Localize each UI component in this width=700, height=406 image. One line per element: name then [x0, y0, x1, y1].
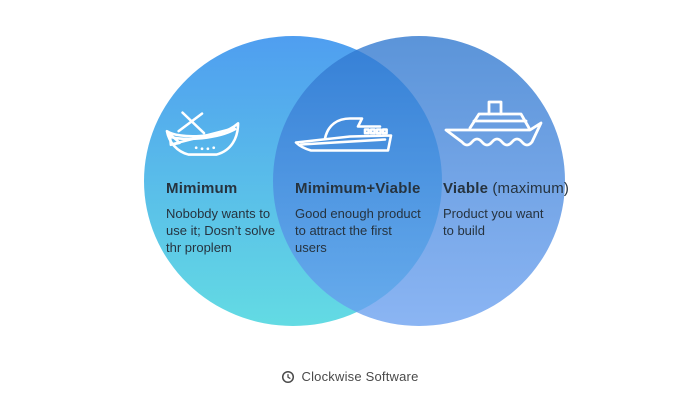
- viable-heading: Viable(maximum): [443, 179, 593, 198]
- minimum-description: Nobobdy wants to use it; Dosn’t solve th…: [166, 206, 276, 255]
- section-viable: Viable(maximum) Product you want to buil…: [443, 179, 593, 239]
- footer-brand-text: Clockwise Software: [301, 369, 419, 384]
- viable-heading-note: (maximum): [492, 180, 570, 197]
- ship-icon: [444, 96, 544, 156]
- footer-brand: Clockwise Software: [0, 369, 700, 384]
- minimum-heading: Mimimum: [166, 180, 238, 197]
- section-overlap: Mimimum+Viable Good enough product to at…: [295, 179, 445, 256]
- overlap-heading: Mimimum+Viable: [295, 180, 421, 197]
- overlap-description: Good enough product to attract the first…: [295, 206, 421, 255]
- section-minimum: Mimimum Nobobdy wants to use it; Dosn’t …: [166, 179, 296, 256]
- speedboat-icon: [294, 111, 394, 158]
- viable-heading-bold: Viable: [443, 180, 489, 197]
- broken-rowboat-icon: [164, 110, 242, 164]
- viable-description: Product you want to build: [443, 206, 544, 238]
- viable-circle: [273, 36, 565, 326]
- clockwise-logo-icon: [281, 370, 295, 384]
